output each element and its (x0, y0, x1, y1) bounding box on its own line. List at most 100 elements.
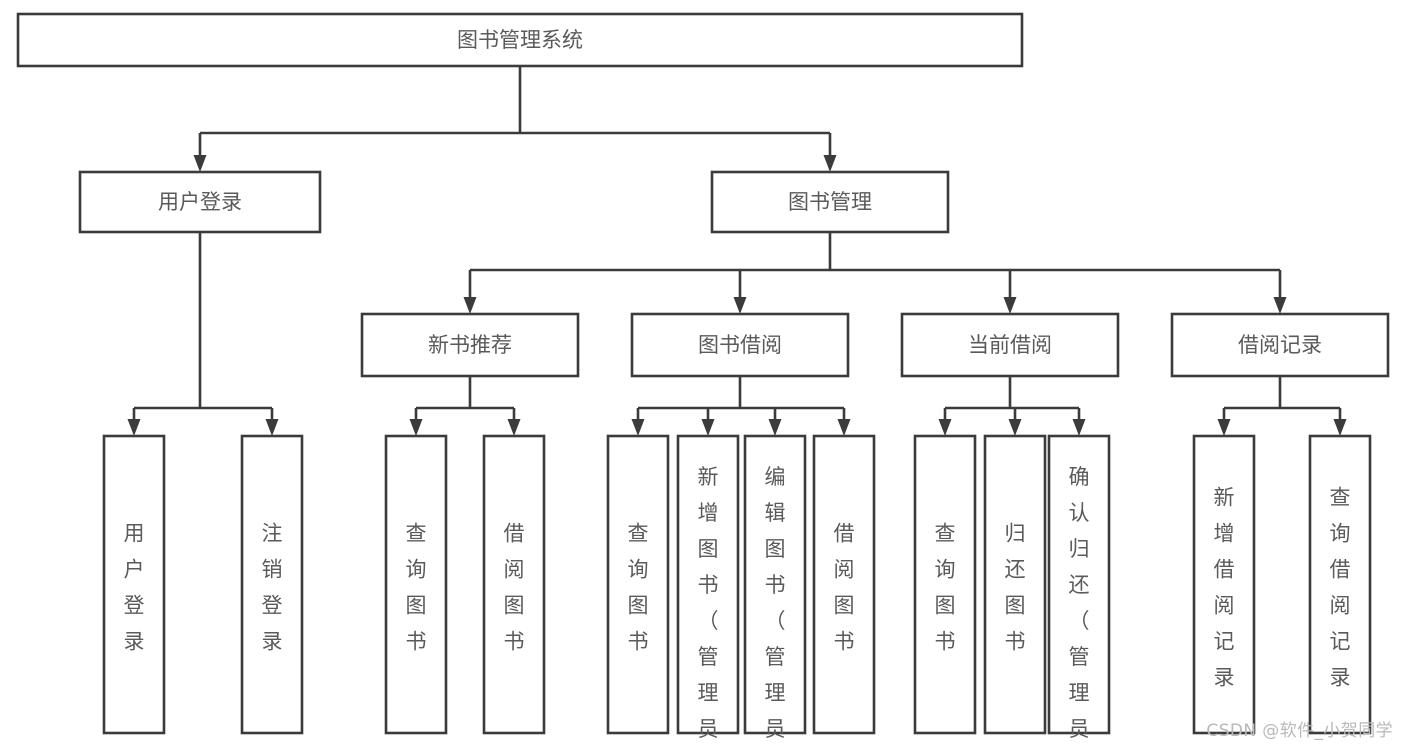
node-label: 图书借阅 (698, 333, 782, 357)
node-label: 归还图书 (1005, 522, 1026, 654)
arrow-connector (1003, 270, 1017, 314)
edge-group-book-manage (463, 232, 1287, 314)
edge-group-book-borrow (631, 376, 851, 436)
arrow-connector (837, 408, 851, 436)
node-label: 新增借阅记录 (1214, 486, 1235, 690)
arrow-connector (1273, 270, 1287, 314)
edge-group-current-borrow (938, 376, 1086, 436)
node-box[interactable] (102, 434, 166, 735)
arrow-connector (631, 408, 645, 436)
node-leaf-edit-book[interactable]: 编辑图书（管理员） (743, 434, 807, 747)
node-box[interactable] (1308, 434, 1372, 735)
node-box[interactable] (240, 434, 304, 735)
node-box[interactable] (1170, 312, 1390, 378)
arrow-head-icon (463, 297, 477, 314)
node-borrow-record[interactable]: 借阅记录 (1170, 312, 1390, 378)
node-leaf-query-book-2[interactable]: 查询图书 (606, 434, 670, 735)
arrow-connector (938, 408, 952, 436)
arrow-head-icon (631, 419, 645, 436)
node-label: 注销登录 (262, 522, 283, 654)
node-label: 新增图书（管理员） (698, 465, 719, 747)
arrow-connector (1217, 408, 1231, 436)
node-box[interactable] (1192, 434, 1256, 735)
edge-group-new-book-rec (409, 376, 521, 436)
arrow-connector (409, 408, 423, 436)
arrow-head-icon (507, 419, 521, 436)
node-book-manage[interactable]: 图书管理 (710, 170, 950, 234)
arrow-connector (701, 408, 715, 436)
arrow-head-icon (1003, 297, 1017, 314)
arrow-head-icon (768, 419, 782, 436)
node-root[interactable]: 图书管理系统 (16, 12, 1024, 68)
node-box[interactable] (384, 434, 448, 735)
node-leaf-logout[interactable]: 注销登录 (240, 434, 304, 735)
node-box[interactable] (1047, 434, 1111, 735)
node-label: 借阅图书 (504, 522, 525, 654)
node-box[interactable] (812, 434, 876, 735)
node-label: 借阅图书 (834, 522, 855, 654)
node-label: 查询图书 (628, 522, 649, 654)
edge-group-root (193, 66, 837, 172)
node-leaf-query-record[interactable]: 查询借阅记录 (1308, 434, 1372, 735)
node-leaf-borrow-book-2[interactable]: 借阅图书 (812, 434, 876, 735)
node-book-borrow[interactable]: 图书借阅 (630, 312, 850, 378)
arrow-head-icon (837, 419, 851, 436)
arrow-head-icon (1273, 297, 1287, 314)
arrow-head-icon (938, 419, 952, 436)
node-leaf-query-book-1[interactable]: 查询图书 (384, 434, 448, 735)
node-leaf-add-book[interactable]: 新增图书（管理员） (676, 434, 740, 747)
arrow-connector (127, 408, 141, 436)
arrow-head-icon (1333, 419, 1347, 436)
node-current-borrow[interactable]: 当前借阅 (900, 312, 1120, 378)
node-leaf-add-record[interactable]: 新增借阅记录 (1192, 434, 1256, 735)
node-leaf-confirm-return[interactable]: 确认归还（管理员） (1047, 434, 1111, 747)
node-leaf-user-login[interactable]: 用户登录 (102, 434, 166, 735)
node-leaf-return-book[interactable]: 归还图书 (983, 434, 1047, 735)
node-box[interactable] (16, 12, 1024, 68)
node-label: 查询图书 (406, 522, 427, 654)
node-box[interactable] (900, 312, 1120, 378)
nodes-layer: 图书管理系统用户登录图书管理新书推荐图书借阅当前借阅借阅记录用户登录注销登录查询… (16, 12, 1390, 747)
node-label: 图书管理 (788, 190, 872, 214)
arrow-head-icon (265, 419, 279, 436)
node-box[interactable] (482, 434, 546, 735)
node-label: 当前借阅 (968, 333, 1052, 357)
node-leaf-query-book-3[interactable]: 查询图书 (913, 434, 977, 735)
node-user-login[interactable]: 用户登录 (78, 170, 322, 234)
watermark-label: CSDN @软件_小贺同学 (1206, 721, 1393, 741)
arrow-head-icon (733, 297, 747, 314)
edge-group-user-login (127, 232, 279, 436)
node-box[interactable] (710, 170, 950, 234)
connectors-layer (127, 66, 1347, 436)
node-label: 查询图书 (935, 522, 956, 654)
edge-group-borrow-record (1217, 376, 1347, 436)
node-box[interactable] (360, 312, 580, 378)
arrow-head-icon (701, 419, 715, 436)
node-label: 新书推荐 (428, 333, 512, 357)
node-box[interactable] (78, 170, 322, 234)
node-box[interactable] (913, 434, 977, 735)
node-label: 图书管理系统 (457, 28, 583, 52)
node-label: 用户登录 (158, 190, 242, 214)
arrow-connector (193, 133, 207, 172)
node-label: 借阅记录 (1238, 333, 1322, 357)
arrow-head-icon (1008, 419, 1022, 436)
node-box[interactable] (630, 312, 850, 378)
node-box[interactable] (606, 434, 670, 735)
node-box[interactable] (983, 434, 1047, 735)
arrow-connector (768, 408, 782, 436)
arrow-connector (823, 133, 837, 172)
node-leaf-borrow-book-1[interactable]: 借阅图书 (482, 434, 546, 735)
arrow-connector (1333, 408, 1347, 436)
node-box[interactable] (743, 434, 807, 735)
arrow-connector (265, 408, 279, 436)
arrow-connector (1072, 408, 1086, 436)
arrow-head-icon (1217, 419, 1231, 436)
node-new-book-rec[interactable]: 新书推荐 (360, 312, 580, 378)
arrow-connector (1008, 408, 1022, 436)
arrow-connector (733, 270, 747, 314)
node-box[interactable] (676, 434, 740, 735)
node-label: 查询借阅记录 (1330, 486, 1351, 690)
